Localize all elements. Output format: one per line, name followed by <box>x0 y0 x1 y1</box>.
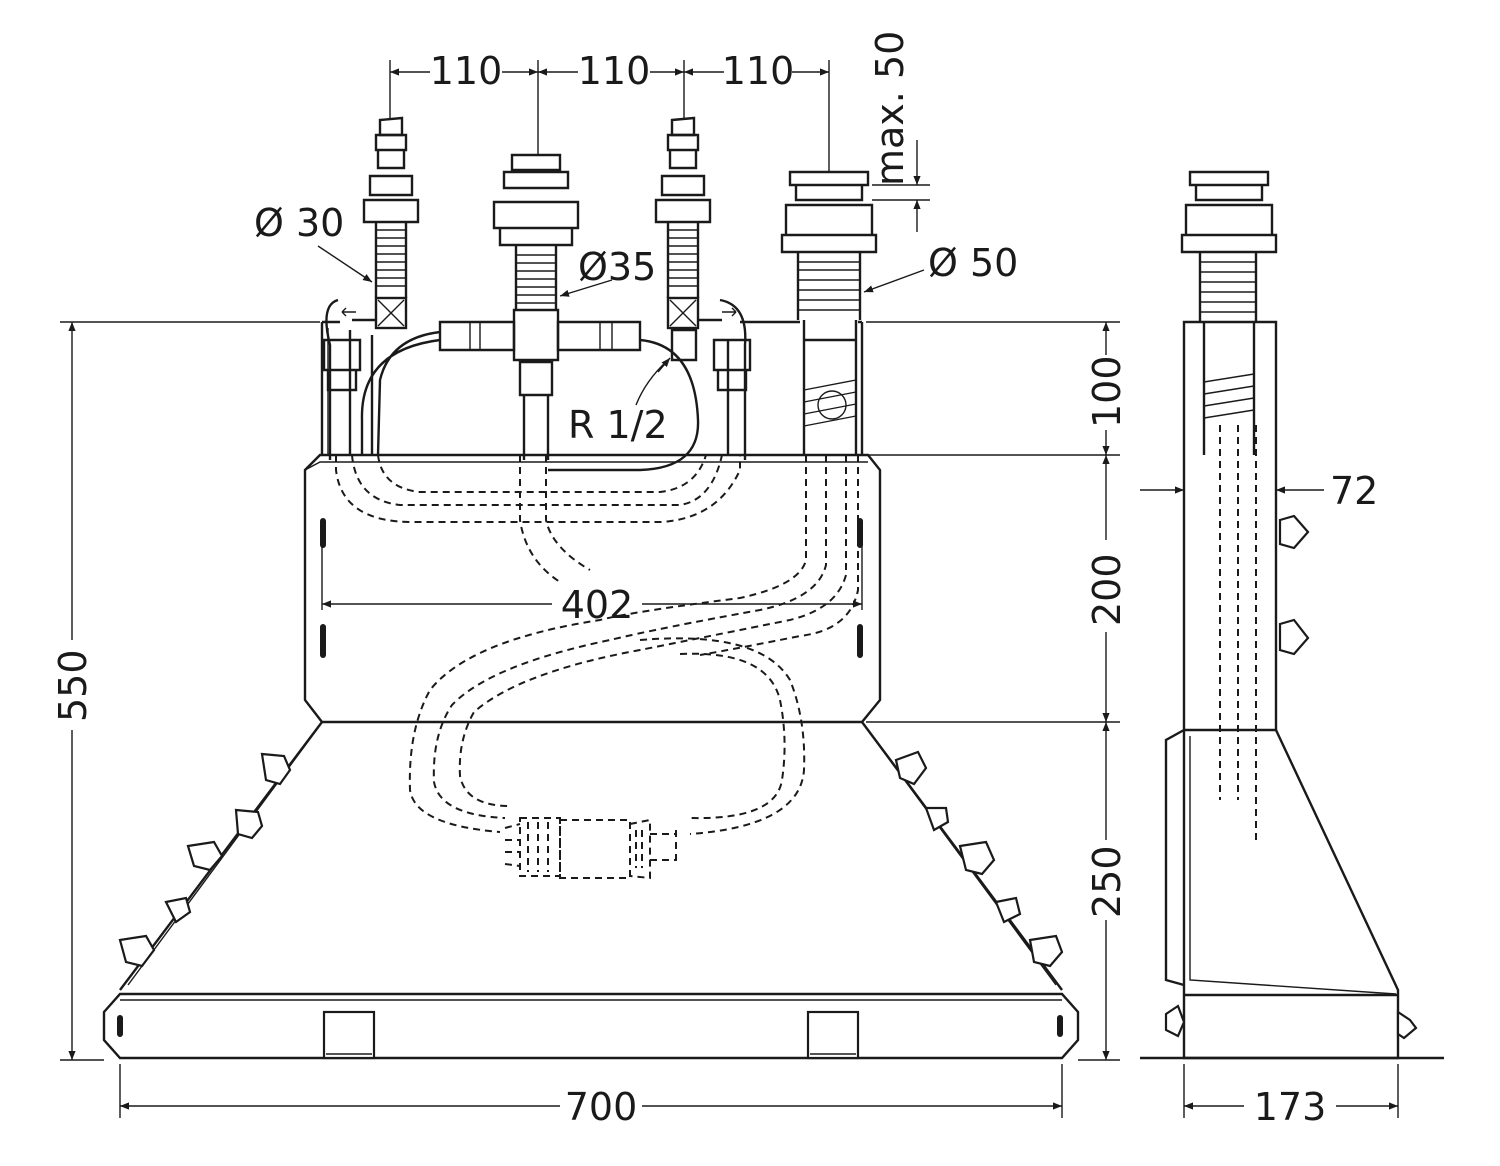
dim-width-total: 700 <box>565 1085 638 1129</box>
dim-max-travel: max. 50 <box>868 31 912 186</box>
dim-diameter-35: Ø35 <box>578 245 656 289</box>
overflow-outlet <box>780 170 878 455</box>
dim-side-depth: 72 <box>1330 469 1378 513</box>
dim-spacing-2: 110 <box>578 49 651 93</box>
right-valve <box>654 116 752 460</box>
dim-spacing-3: 110 <box>722 49 795 93</box>
center-valve <box>360 153 700 472</box>
left-valve <box>322 116 420 460</box>
dim-diameter-50: Ø 50 <box>928 241 1018 285</box>
dim-height-250: 250 <box>1085 845 1129 918</box>
side-view <box>1140 170 1444 1060</box>
dim-width-inner: 402 <box>561 583 634 627</box>
dim-thread: R 1/2 <box>568 403 668 447</box>
hidden-hoses <box>335 454 859 880</box>
dimension-lines <box>60 60 1399 1118</box>
left-clips <box>118 752 292 968</box>
dim-diameter-30: Ø 30 <box>254 201 344 245</box>
dim-spacing-1: 110 <box>430 49 503 93</box>
dim-side-width: 173 <box>1254 1085 1327 1129</box>
dim-height-200: 200 <box>1085 553 1129 626</box>
dim-height-total: 550 <box>51 649 95 722</box>
right-clips <box>894 750 1064 968</box>
dim-height-100: 100 <box>1085 355 1129 428</box>
lower-frame <box>102 721 1080 1060</box>
front-view <box>102 320 1080 1060</box>
